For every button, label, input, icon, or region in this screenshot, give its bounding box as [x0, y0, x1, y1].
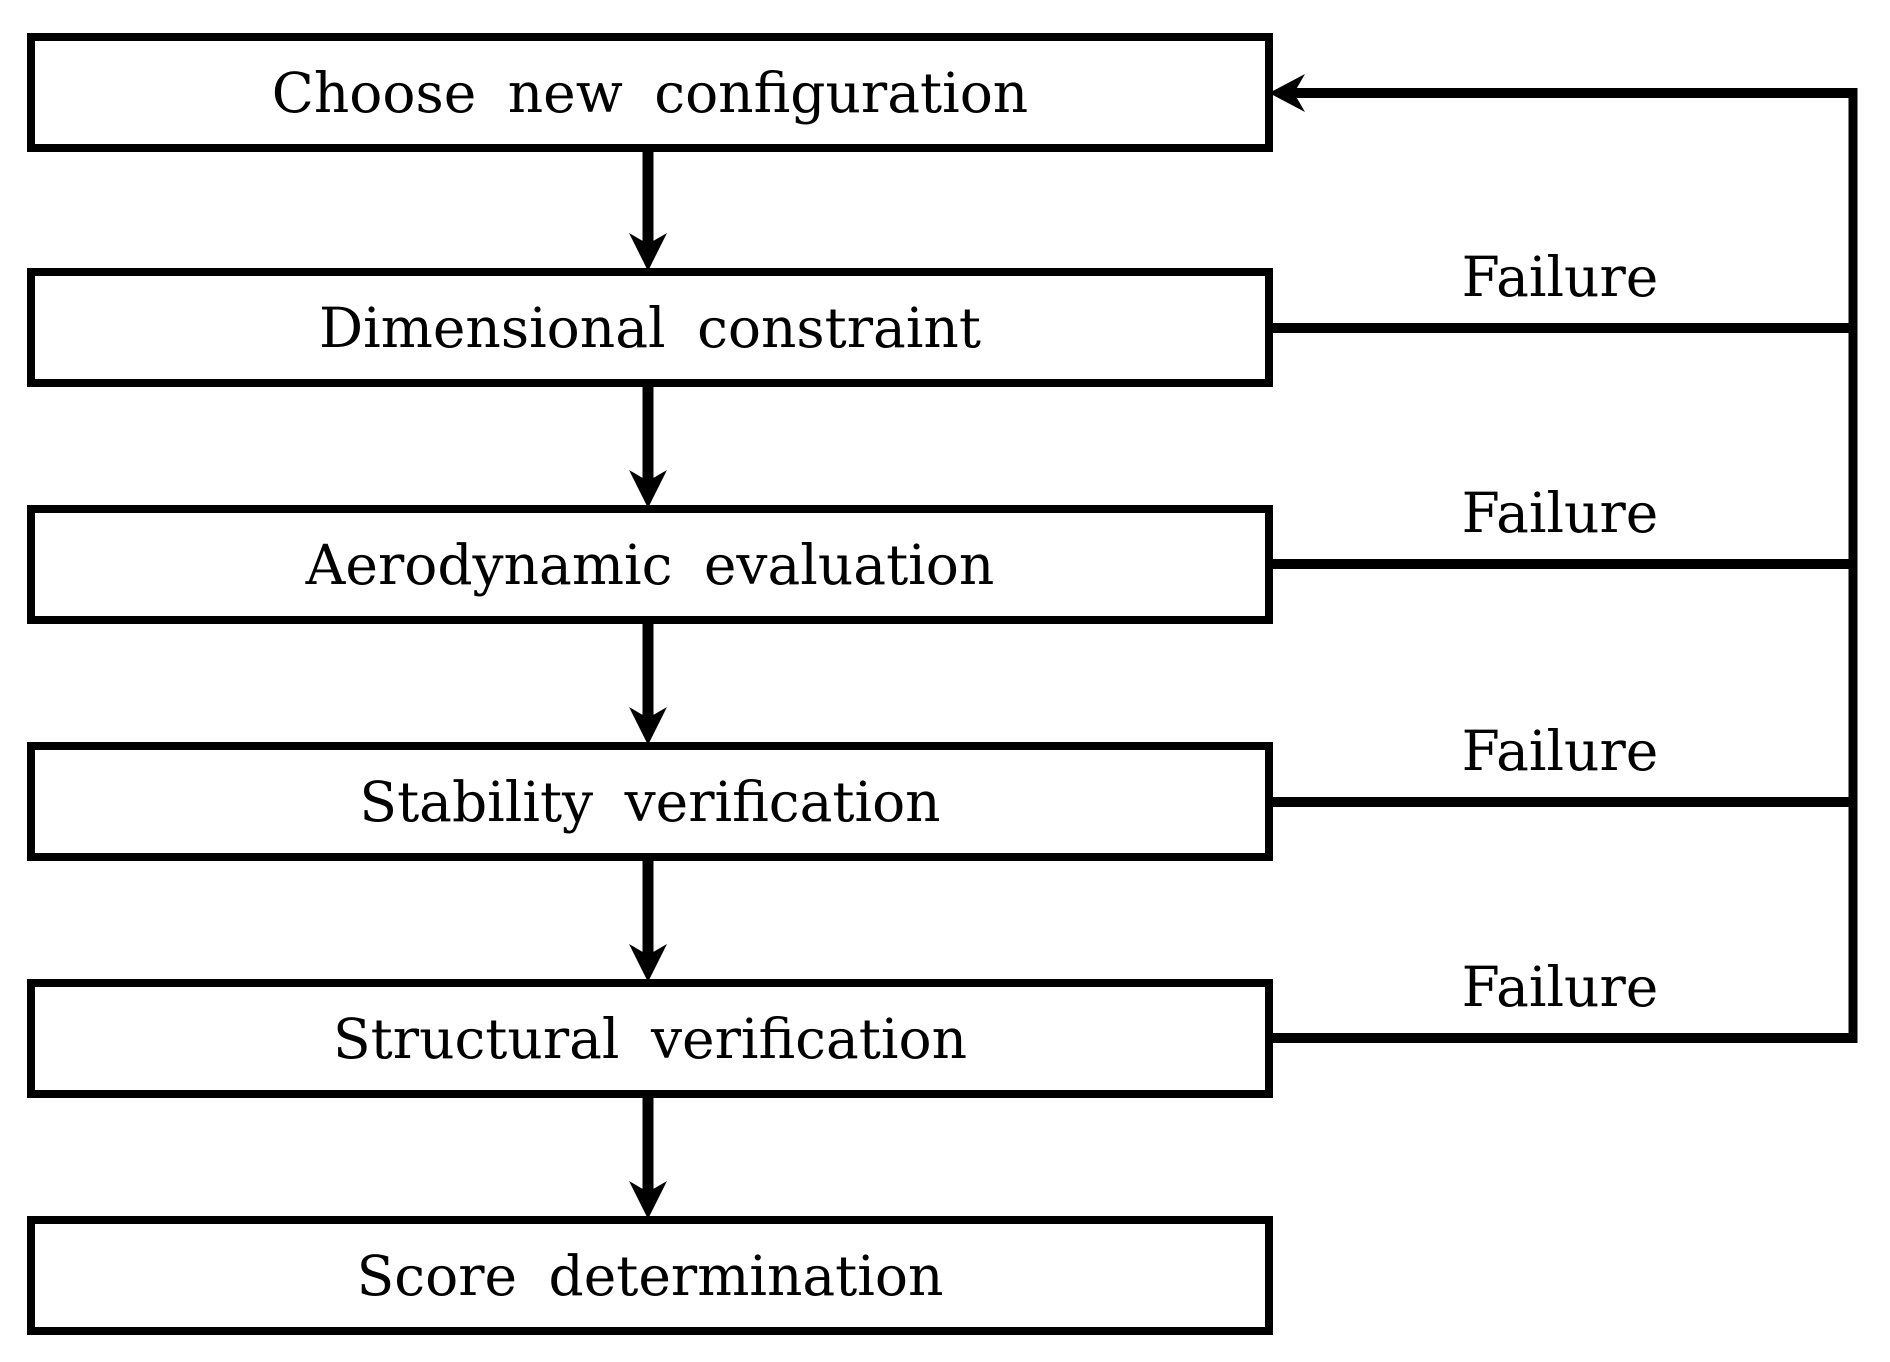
flow-box-dimensional-constraint-label: Dimensional constraint — [319, 295, 981, 360]
flow-box-structural-verification: Structural verification — [27, 979, 1273, 1098]
failure-label-structural-verification: Failure — [1461, 955, 1659, 1019]
flow-box-aerodynamic-evaluation-label: Aerodynamic evaluation — [305, 532, 995, 597]
down-arrow-1 — [629, 150, 667, 271]
failure-label-stability-verification: Failure — [1461, 719, 1659, 783]
flow-box-dimensional-constraint: Dimensional constraint — [27, 268, 1273, 387]
down-arrow-5 — [629, 1096, 667, 1219]
failure-label-aerodynamic-evaluation: Failure — [1461, 481, 1659, 545]
flow-box-score-determination: Score determination — [27, 1216, 1273, 1335]
flow-box-stability-verification-label: Stability verification — [359, 769, 941, 834]
down-arrow-4 — [629, 859, 667, 982]
failure-label-dimensional-constraint: Failure — [1461, 245, 1659, 309]
flow-box-score-determination-label: Score determination — [356, 1243, 944, 1308]
flow-box-aerodynamic-evaluation: Aerodynamic evaluation — [27, 505, 1273, 624]
down-arrow-2 — [629, 385, 667, 508]
flow-box-structural-verification-label: Structural verification — [333, 1006, 967, 1071]
down-arrow-3 — [629, 622, 667, 745]
flow-box-stability-verification: Stability verification — [27, 742, 1273, 861]
feedback-arrow — [1269, 74, 1857, 112]
flow-box-choose-new-configuration-label: Choose new configuration — [271, 60, 1029, 125]
flow-box-choose-new-configuration: Choose new configuration — [27, 33, 1273, 152]
